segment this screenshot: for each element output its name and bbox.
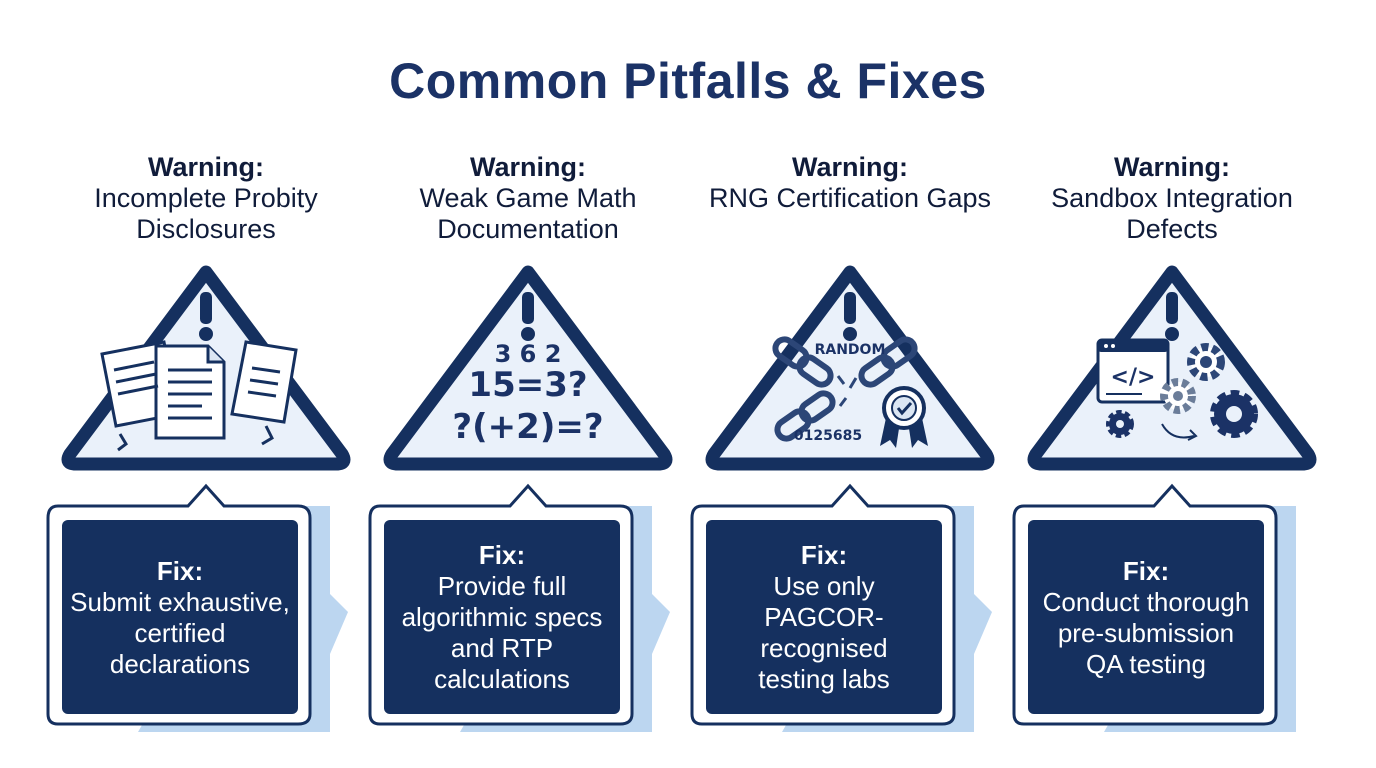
fix-label: Fix: — [478, 540, 526, 570]
number-label: 0125685 — [794, 428, 862, 444]
fix-box: Fix: Use only PAGCOR-recognised testing … — [706, 520, 942, 714]
code-window-icon: </> — [1096, 338, 1170, 404]
math-equation-icon: 3 6 2 15=3? ?(+2)=? — [452, 340, 603, 447]
warning-text: RNG Certification Gaps — [708, 183, 992, 213]
page-title: Common Pitfalls & Fixes — [389, 53, 987, 109]
fix-text: Provide full algorithmic specs and RTP c… — [401, 571, 603, 694]
exclamation-icon — [843, 292, 857, 341]
warning-heading: Warning: Sandbox Integration Defects — [1012, 152, 1332, 245]
code-symbol: </> — [1111, 365, 1156, 390]
random-label: RANDOM — [815, 342, 886, 358]
warning-triangle: </> — [1027, 265, 1317, 471]
torn-documents-icon — [100, 340, 298, 452]
warning-text: Sandbox Integration Defects — [1051, 183, 1293, 244]
warning-label: Warning: — [148, 152, 264, 182]
pitfall-column-4: Warning: Sandbox Integration Defects </> — [1012, 0, 1332, 768]
warning-label: Warning: — [1114, 152, 1230, 182]
fix-text: Use only PAGCOR-recognised testing labs — [758, 571, 890, 694]
warning-heading: Warning: Weak Game Math Documentation — [368, 152, 688, 245]
warning-label: Warning: — [792, 152, 908, 182]
exclamation-icon — [1165, 292, 1179, 341]
fix-callout: Fix: Provide full algorithmic specs and … — [368, 480, 688, 732]
math-line-2: 15=3? — [468, 365, 587, 405]
fix-label: Fix: — [800, 540, 848, 570]
broken-chain-icon — [772, 336, 918, 442]
warning-heading: Warning: Incomplete Probity Disclosures — [46, 152, 366, 245]
fix-callout: Fix: Submit exhaustive, certified declar… — [46, 480, 366, 732]
fix-box: Fix: Conduct thorough pre-submission QA … — [1028, 520, 1264, 714]
pitfall-column-3: Warning: RNG Certification Gaps RANDOM 0… — [690, 0, 1010, 768]
fix-text: Submit exhaustive, certified declaration… — [70, 586, 290, 679]
warning-label: Warning: — [470, 152, 586, 182]
warning-heading: Warning: RNG Certification Gaps — [690, 152, 1010, 214]
warning-text: Incomplete Probity Disclosures — [94, 183, 318, 244]
exclamation-icon — [521, 292, 535, 341]
pitfall-column-2: Warning: Weak Game Math Documentation 3 … — [368, 0, 688, 768]
exclamation-icon — [199, 292, 213, 341]
fix-label: Fix: — [1122, 555, 1170, 586]
math-line-3: ?(+2)=? — [452, 407, 603, 447]
fix-callout: Fix: Use only PAGCOR-recognised testing … — [690, 480, 1010, 732]
fix-box: Fix: Provide full algorithmic specs and … — [384, 520, 620, 714]
warning-triangle: 3 6 2 15=3? ?(+2)=? — [383, 265, 673, 471]
gears-icon — [1106, 343, 1258, 441]
warning-text: Weak Game Math Documentation — [419, 183, 637, 244]
warning-triangle — [61, 265, 351, 471]
pitfall-column-1: Warning: Incomplete Probity Disclosures — [46, 0, 366, 768]
warning-triangle: RANDOM 0125685 — [705, 265, 995, 471]
fix-callout: Fix: Conduct thorough pre-submission QA … — [1012, 480, 1332, 732]
fix-box: Fix: Submit exhaustive, certified declar… — [62, 520, 298, 714]
fix-label: Fix: — [156, 555, 204, 586]
certified-badge-icon — [880, 386, 928, 448]
fix-text: Conduct thorough pre-submission QA testi… — [1042, 586, 1250, 679]
math-line-1: 3 6 2 — [495, 340, 562, 368]
